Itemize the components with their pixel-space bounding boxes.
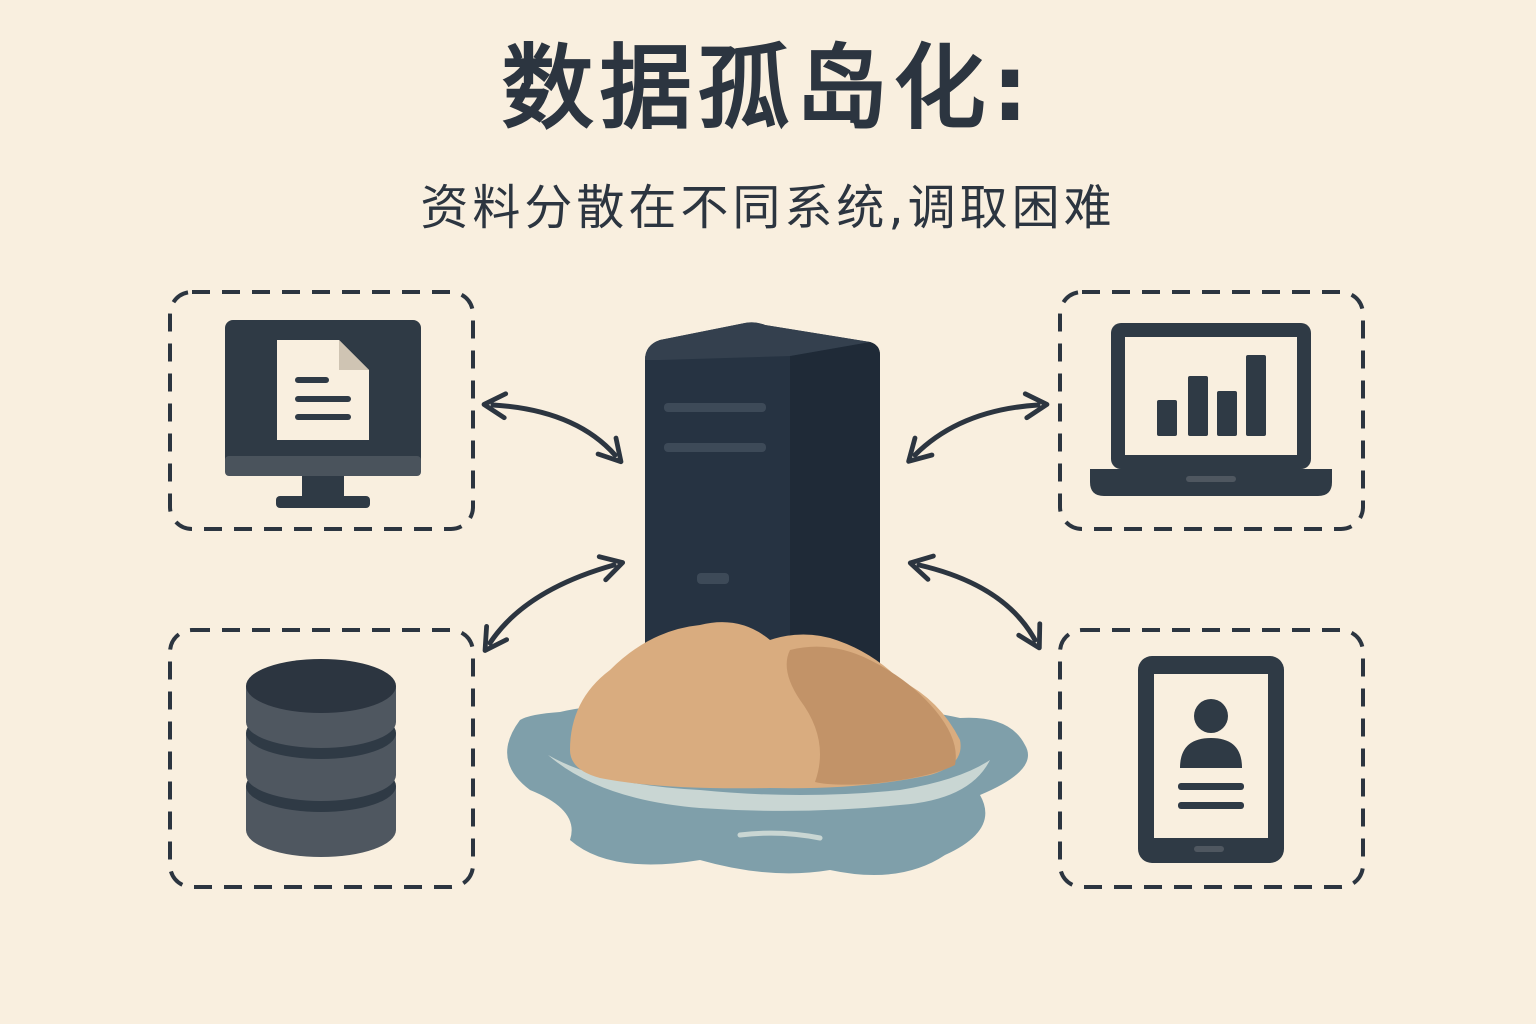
database-node-box bbox=[168, 628, 475, 889]
arrow-laptop-server bbox=[906, 391, 1050, 464]
desktop-node-box bbox=[168, 290, 475, 531]
desktop-monitor-document-icon bbox=[225, 320, 421, 508]
server-tower-on-island-icon bbox=[645, 322, 880, 700]
laptop-bar-chart-icon bbox=[1090, 323, 1332, 496]
arrow-tablet-server bbox=[907, 553, 1043, 651]
page-subtitle: 资料分散在不同系统,调取困难 bbox=[420, 180, 1116, 236]
tablet-user-profile-icon bbox=[1138, 656, 1284, 863]
arrow-desktop-server bbox=[481, 391, 624, 465]
laptop-node-box bbox=[1058, 290, 1365, 531]
sand-island bbox=[570, 622, 961, 789]
database-cylinder-icon bbox=[246, 659, 396, 857]
page-title: 数据孤岛化: bbox=[501, 35, 1035, 142]
arrow-database-server bbox=[482, 554, 626, 653]
tablet-node-box bbox=[1058, 628, 1365, 889]
